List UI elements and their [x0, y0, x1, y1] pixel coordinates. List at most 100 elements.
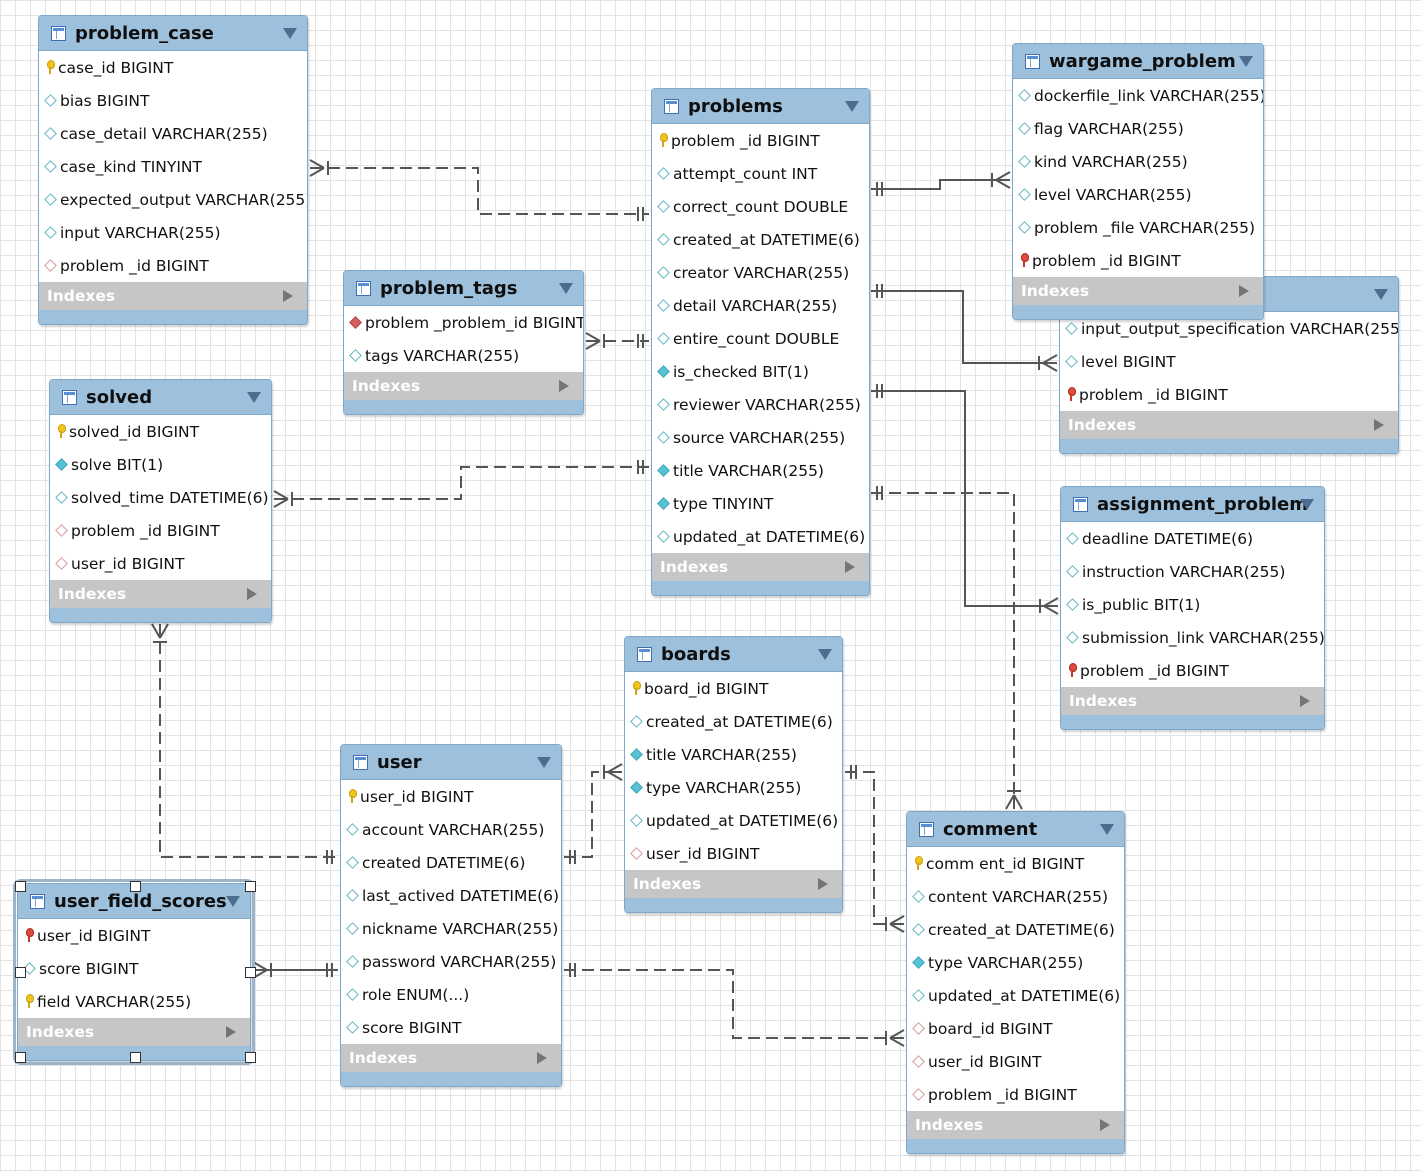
column-row[interactable]: solved_time DATETIME(6)	[50, 481, 271, 514]
column-row[interactable]: problem _id BIGINT	[1061, 654, 1324, 687]
column-row[interactable]: detail VARCHAR(255)	[652, 289, 869, 322]
column-row[interactable]: created DATETIME(6)	[341, 846, 561, 879]
expand-arrow-icon[interactable]	[283, 290, 293, 302]
table-header[interactable]: solved	[50, 380, 271, 415]
expand-arrow-icon[interactable]	[1300, 695, 1310, 707]
indexes-section[interactable]: Indexes	[1013, 277, 1263, 305]
column-row[interactable]: bias BIGINT	[39, 84, 307, 117]
column-row[interactable]: board_id BIGINT	[907, 1012, 1124, 1045]
column-row[interactable]: tags VARCHAR(255)	[344, 339, 583, 372]
resize-handle[interactable]	[130, 881, 141, 892]
column-row[interactable]: content VARCHAR(255)	[907, 880, 1124, 913]
column-row[interactable]: reviewer VARCHAR(255)	[652, 388, 869, 421]
collapse-toggle-icon[interactable]	[537, 757, 551, 768]
resize-handle[interactable]	[245, 881, 256, 892]
column-row[interactable]: level VARCHAR(255)	[1013, 178, 1263, 211]
collapse-toggle-icon[interactable]	[818, 649, 832, 660]
column-row[interactable]: type VARCHAR(255)	[907, 946, 1124, 979]
column-row[interactable]: case_id BIGINT	[39, 51, 307, 84]
collapse-toggle-icon[interactable]	[1100, 824, 1114, 835]
column-row[interactable]: title VARCHAR(255)	[652, 454, 869, 487]
column-row[interactable]: case_kind TINYINT	[39, 150, 307, 183]
column-row[interactable]: user_id BIGINT	[625, 837, 842, 870]
expand-arrow-icon[interactable]	[537, 1052, 547, 1064]
column-row[interactable]: title VARCHAR(255)	[625, 738, 842, 771]
expand-arrow-icon[interactable]	[247, 588, 257, 600]
column-row[interactable]: user_id BIGINT	[341, 780, 561, 813]
column-row[interactable]: input VARCHAR(255)	[39, 216, 307, 249]
resize-handle[interactable]	[245, 1052, 256, 1063]
indexes-section[interactable]: Indexes	[50, 580, 271, 608]
column-row[interactable]: expected_output VARCHAR(255)	[39, 183, 307, 216]
column-row[interactable]: creator VARCHAR(255)	[652, 256, 869, 289]
column-row[interactable]: type VARCHAR(255)	[625, 771, 842, 804]
column-row[interactable]: submission_link VARCHAR(255)	[1061, 621, 1324, 654]
column-row[interactable]: attempt_count INT	[652, 157, 869, 190]
column-row[interactable]: problem _id BIGINT	[50, 514, 271, 547]
expand-arrow-icon[interactable]	[818, 878, 828, 890]
column-row[interactable]: nickname VARCHAR(255)	[341, 912, 561, 945]
indexes-section[interactable]: Indexes	[1061, 687, 1324, 715]
column-row[interactable]: input_output_specification VARCHAR(255)	[1060, 312, 1398, 345]
table-header[interactable]: wargame_problem	[1013, 44, 1263, 79]
table-header[interactable]: problem_tags	[344, 271, 583, 306]
column-row[interactable]: problem _id BIGINT	[1013, 244, 1263, 277]
expand-arrow-icon[interactable]	[226, 1026, 236, 1038]
column-row[interactable]: created_at DATETIME(6)	[652, 223, 869, 256]
indexes-section[interactable]: Indexes	[39, 282, 307, 310]
indexes-section[interactable]: Indexes	[341, 1044, 561, 1072]
expand-arrow-icon[interactable]	[845, 561, 855, 573]
column-row[interactable]: score BIGINT	[18, 952, 250, 985]
column-row[interactable]: entire_count DOUBLE	[652, 322, 869, 355]
column-row[interactable]: user_id BIGINT	[50, 547, 271, 580]
column-row[interactable]: score BIGINT	[341, 1011, 561, 1044]
table-header[interactable]: problem_case	[39, 16, 307, 51]
resize-handle[interactable]	[15, 881, 26, 892]
column-row[interactable]: problem _id BIGINT	[907, 1078, 1124, 1111]
indexes-section[interactable]: Indexes	[907, 1111, 1124, 1139]
column-row[interactable]: level BIGINT	[1060, 345, 1398, 378]
table-header[interactable]: problems	[652, 89, 869, 124]
column-row[interactable]: kind VARCHAR(255)	[1013, 145, 1263, 178]
column-row[interactable]: role ENUM(...)	[341, 978, 561, 1011]
column-row[interactable]: correct_count DOUBLE	[652, 190, 869, 223]
collapse-toggle-icon[interactable]	[247, 392, 261, 403]
column-row[interactable]: user_id BIGINT	[907, 1045, 1124, 1078]
expand-arrow-icon[interactable]	[1100, 1119, 1110, 1131]
column-row[interactable]: instruction VARCHAR(255)	[1061, 555, 1324, 588]
expand-arrow-icon[interactable]	[1374, 419, 1384, 431]
column-row[interactable]: updated_at DATETIME(6)	[625, 804, 842, 837]
column-row[interactable]: solve BIT(1)	[50, 448, 271, 481]
collapse-toggle-icon[interactable]	[283, 28, 297, 39]
resize-handle[interactable]	[15, 1052, 26, 1063]
collapse-toggle-icon[interactable]	[1300, 499, 1314, 510]
column-row[interactable]: problem _id BIGINT	[1060, 378, 1398, 411]
column-row[interactable]: problem _id BIGINT	[39, 249, 307, 282]
column-row[interactable]: is_checked BIT(1)	[652, 355, 869, 388]
column-row[interactable]: problem _problem_id BIGINT	[344, 306, 583, 339]
resize-handle[interactable]	[15, 966, 26, 978]
column-row[interactable]: field VARCHAR(255)	[18, 985, 250, 1018]
column-row[interactable]: source VARCHAR(255)	[652, 421, 869, 454]
column-row[interactable]: problem _file VARCHAR(255)	[1013, 211, 1263, 244]
indexes-section[interactable]: Indexes	[1060, 411, 1398, 439]
expand-arrow-icon[interactable]	[1239, 285, 1249, 297]
expand-arrow-icon[interactable]	[559, 380, 569, 392]
column-row[interactable]: solved_id BIGINT	[50, 415, 271, 448]
indexes-section[interactable]: Indexes	[18, 1018, 250, 1046]
collapse-toggle-icon[interactable]	[1374, 289, 1388, 300]
table-header[interactable]: comment	[907, 812, 1124, 847]
column-row[interactable]: user_id BIGINT	[18, 919, 250, 952]
column-row[interactable]: dockerfile_link VARCHAR(255)	[1013, 79, 1263, 112]
column-row[interactable]: case_detail VARCHAR(255)	[39, 117, 307, 150]
column-row[interactable]: account VARCHAR(255)	[341, 813, 561, 846]
